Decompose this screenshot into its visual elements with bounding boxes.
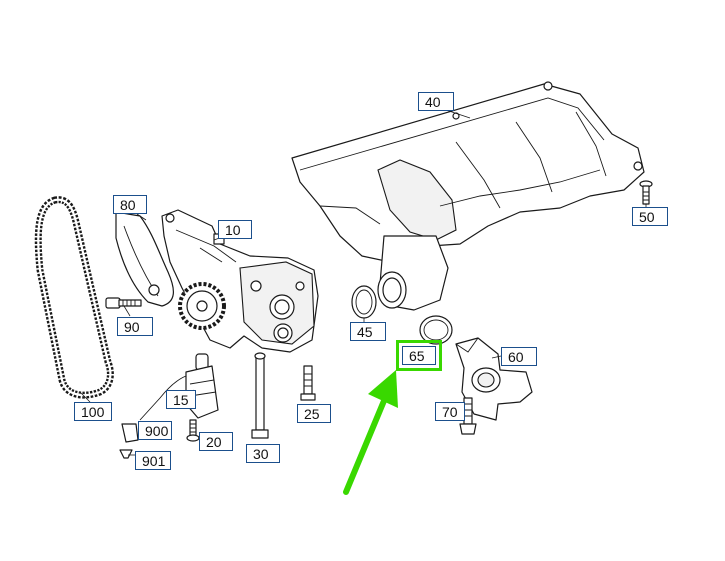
screw-901: [119, 449, 133, 459]
highlight-arrow: [343, 370, 398, 495]
callout-901[interactable]: 901: [135, 451, 171, 470]
callout-900[interactable]: 900: [138, 421, 172, 440]
timing-chain-100: [34, 196, 114, 399]
callout-15[interactable]: 15: [166, 390, 196, 409]
bolt-90: [105, 297, 142, 309]
callout-65[interactable]: 65: [396, 340, 442, 371]
oil-pan-40: [291, 81, 645, 311]
bolt-25: [300, 365, 316, 401]
callout-20[interactable]: 20: [199, 432, 233, 451]
connector-900: [121, 423, 139, 443]
long-bolt-30: [251, 352, 269, 439]
screw-20: [186, 419, 200, 442]
callout-25[interactable]: 25: [297, 404, 331, 423]
screw-70: [459, 397, 477, 435]
callout-40[interactable]: 40: [418, 92, 454, 111]
o-ring-65: [419, 315, 453, 345]
callout-30[interactable]: 30: [246, 444, 280, 463]
solenoid-valve-15: [139, 353, 219, 421]
suction-pipe-60: [455, 337, 533, 421]
callout-10[interactable]: 10: [218, 220, 252, 239]
screw-50: [639, 180, 653, 205]
callout-45[interactable]: 45: [350, 322, 386, 341]
callout-70[interactable]: 70: [435, 402, 465, 421]
callout-60[interactable]: 60: [501, 347, 537, 366]
callout-100[interactable]: 100: [74, 402, 112, 421]
o-ring-45: [351, 285, 377, 319]
callout-90[interactable]: 90: [117, 317, 153, 336]
callout-50[interactable]: 50: [632, 207, 668, 226]
callout-80[interactable]: 80: [113, 195, 147, 214]
chain-guide-80: [115, 211, 174, 307]
oil-pump-10: [161, 209, 319, 353]
